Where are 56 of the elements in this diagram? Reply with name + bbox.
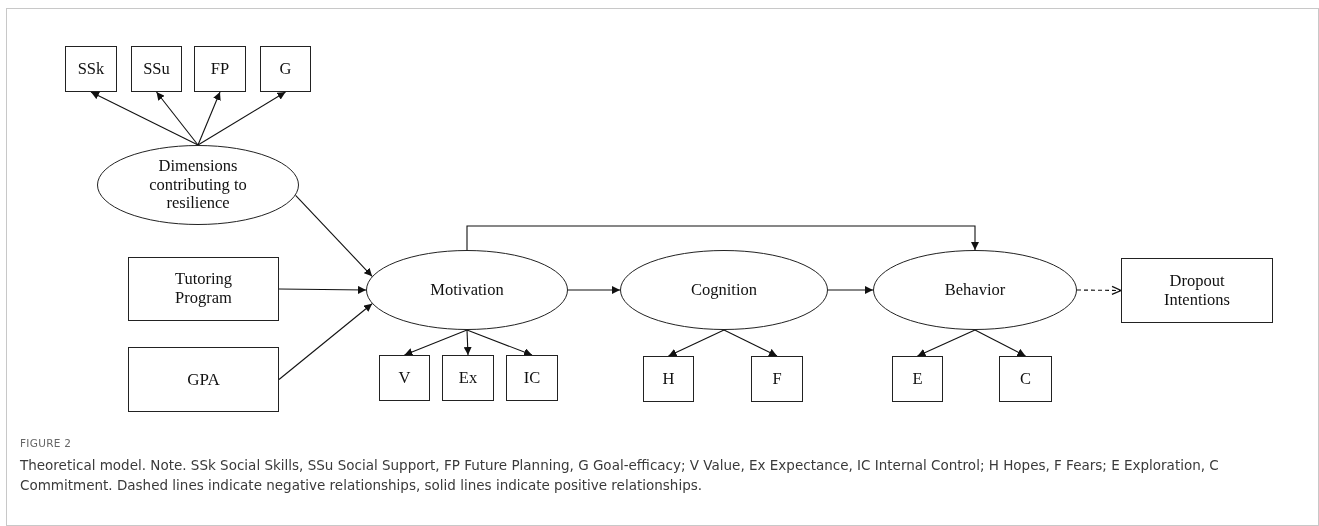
- variable-box: [128, 257, 279, 321]
- variable-box: [131, 46, 182, 92]
- arrow: [827, 286, 874, 294]
- arrow: [1076, 285, 1122, 295]
- arrow: [466, 329, 533, 356]
- node-label: Cognition: [690, 280, 758, 300]
- latent-variable-ellipse: [366, 250, 568, 330]
- node-label: V: [397, 368, 412, 388]
- node-label: IC: [522, 368, 542, 388]
- figure-number: FIGURE 2: [20, 437, 72, 449]
- arrow: [466, 225, 979, 251]
- variable-box: [260, 46, 311, 92]
- arrow: [90, 91, 199, 146]
- node-label: H: [661, 369, 676, 389]
- arrow: [667, 329, 725, 357]
- node-label: F: [771, 369, 783, 389]
- node-label: Ex: [457, 368, 479, 388]
- caption: Theoretical model. Note. SSk Social Skills, SSu Social Support, FP Future Planning, G Goal-efficacy; V Value, Ex Expectance, IC Internal Control; H Hopes, F Fears; E Exploration, C Commitment. Dashed lines indicate negative relationships, solid lines indicate positive relationships.: [20, 456, 1220, 495]
- arrow: [723, 329, 778, 357]
- latent-variable-ellipse: [873, 250, 1077, 330]
- node-label: GPA: [186, 369, 221, 390]
- variable-box: [1121, 258, 1273, 323]
- node-label: FP: [209, 59, 231, 79]
- arrow: [278, 303, 373, 381]
- arrow: [974, 329, 1027, 357]
- node-label: C: [1019, 369, 1032, 389]
- latent-variable-ellipse: [620, 250, 828, 330]
- variable-box: [643, 356, 694, 402]
- arrow: [403, 329, 468, 356]
- node-label: Dropout Intentions: [1163, 271, 1231, 310]
- node-label: G: [278, 59, 293, 79]
- variable-box: [128, 347, 279, 412]
- variable-box: [999, 356, 1052, 402]
- node-label: E: [911, 369, 924, 389]
- node-label: Tutoring Program: [173, 270, 234, 308]
- variable-box: [892, 356, 943, 402]
- arrow: [155, 91, 199, 146]
- latent-variable-ellipse: [97, 145, 299, 225]
- variable-box: [506, 355, 558, 401]
- variable-box: [751, 356, 803, 402]
- node-label: Behavior: [943, 280, 1007, 300]
- node-label: SSu: [142, 59, 171, 79]
- variable-box: [194, 46, 246, 92]
- node-label: Motivation: [429, 280, 505, 300]
- arrow: [567, 286, 621, 294]
- arrow: [197, 91, 221, 146]
- arrow: [463, 329, 472, 356]
- arrow: [916, 329, 976, 357]
- arrow: [197, 91, 287, 146]
- arrow: [295, 194, 373, 277]
- variable-box: [65, 46, 117, 92]
- variable-box: [379, 355, 430, 401]
- variable-box: [442, 355, 494, 401]
- arrow: [278, 285, 367, 294]
- node-label: Dimensions contributing to resilience: [148, 156, 248, 214]
- node-label: SSk: [76, 59, 106, 79]
